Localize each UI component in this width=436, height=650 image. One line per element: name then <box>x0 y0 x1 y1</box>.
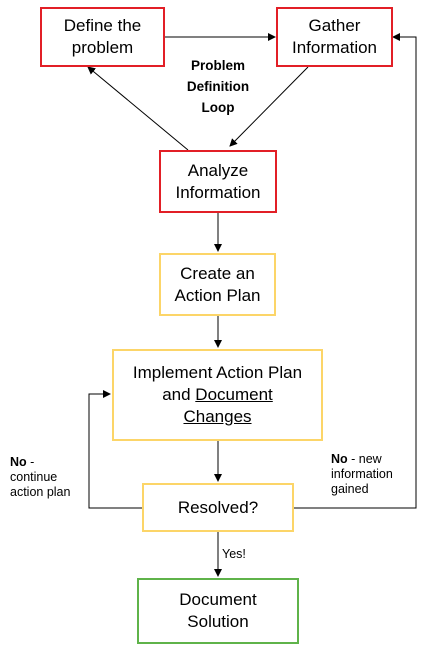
node-gather-information-label: Gather Information <box>291 16 378 57</box>
edge-label-no-new-info-rest: - new information gained <box>331 452 393 496</box>
node-resolved-label: Resolved? <box>177 497 259 517</box>
edge-resolved-to-implement <box>88 390 142 509</box>
edge-resolved-to-gather <box>294 33 417 509</box>
implement-line1: Implement Action Plan <box>132 363 303 382</box>
node-analyze-information-label: Analyze Information <box>175 160 261 202</box>
node-implement-action-plan: Implement Action Plan and Document Chang… <box>112 349 323 441</box>
edge-label-no-new-info: No - new information gained <box>331 452 411 497</box>
edge-label-no-new-info-bold: No <box>331 452 348 466</box>
node-document-solution-label: Document Solution <box>179 590 257 631</box>
edge-label-no-continue: No - continue action plan <box>10 455 85 500</box>
node-analyze-information: Analyze Information <box>159 150 277 213</box>
implement-line2-prefix: and <box>162 385 196 404</box>
node-gather-information: Gather Information <box>276 7 393 67</box>
loop-label-line3: Loop <box>201 100 235 115</box>
edge-label-no-continue-bold: No <box>10 455 27 469</box>
node-implement-action-plan-label: Implement Action Plan and Document Chang… <box>133 362 302 428</box>
node-define-problem-label: Define the problem <box>63 16 142 57</box>
edge-analyze-to-define <box>87 66 189 151</box>
node-document-solution: Document Solution <box>137 578 299 644</box>
node-resolved: Resolved? <box>142 483 294 532</box>
edge-label-yes: Yes! <box>222 547 246 561</box>
loop-label-line2: Definition <box>186 79 250 94</box>
implement-changes-underlined: Changes <box>183 407 252 426</box>
implement-line2: and Document <box>133 384 302 406</box>
node-create-action-plan: Create an Action Plan <box>159 253 276 316</box>
edge-label-no-continue-rest: - continue action plan <box>10 455 71 499</box>
implement-document-underlined: Document <box>195 385 273 404</box>
node-define-problem: Define the problem <box>40 7 165 67</box>
node-create-action-plan-label: Create an Action Plan <box>174 263 261 305</box>
edge-gather-to-analyze <box>229 66 309 147</box>
loop-label-line1: Problem <box>190 58 245 73</box>
problem-definition-loop-label: Problem Definition Loop <box>168 55 268 118</box>
